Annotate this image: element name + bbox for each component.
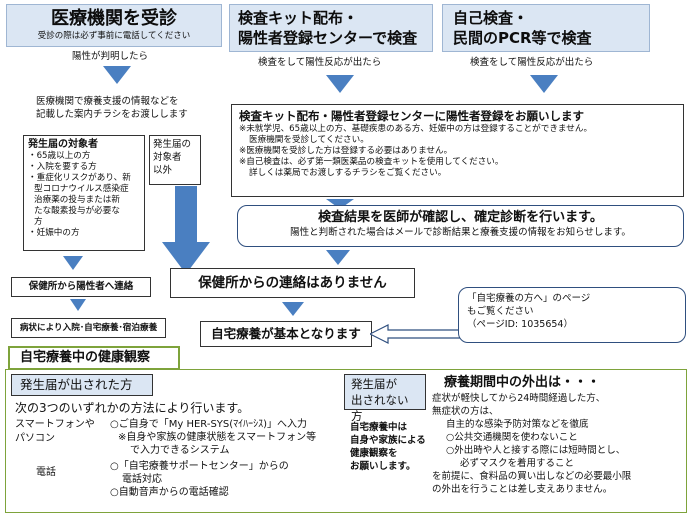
no-contact-box: 保健所からの連絡はありません	[170, 268, 415, 298]
not-reported-title2: 出されない方	[351, 393, 409, 423]
col1-note: 陽性が判明したら	[72, 51, 149, 62]
page-ref-line1: 「自宅療養の方へ」のページ	[467, 293, 591, 304]
not-reported-body3: 健康観察を	[350, 448, 398, 459]
outing-line: 無症状の方は、	[432, 406, 499, 417]
register-line3: ※医療機関を受診した方は登録する必要はありません。	[239, 146, 453, 156]
reported-title-box: 発生届が出された方	[11, 374, 153, 396]
targets-box: 発生届の対象者 ・65歳以上の方 ・入院を要する方 ・重症化リスクがあり、新 型…	[23, 135, 145, 251]
header-self-line1: 自己検査・	[453, 9, 529, 27]
clinic-support-line1: 医療機関で療養支援の情報などを	[36, 96, 179, 107]
not-reported-body4: お願いします。	[350, 461, 416, 472]
header-kit-line2: 陽性者登録センターで検査	[238, 29, 418, 47]
observation-title: 自宅療養中の健康観察	[20, 350, 151, 365]
header-clinic-sub: 受診の際は必ず事前に電話してください	[37, 31, 191, 41]
arrow-down-icon	[70, 299, 86, 311]
arrow-down-icon	[326, 250, 350, 265]
outing-title: 療養期間中の外出は・・・	[444, 375, 601, 390]
not-reported-body1: 自宅療養中は	[350, 422, 408, 433]
register-title: 検査キット配布・陽性者登録センターに陽性者登録をお願いします	[239, 109, 584, 123]
not-reported-title1: 発生届が	[351, 377, 397, 391]
targets-item: ・重症化リスクがあり、新	[28, 173, 131, 183]
reported-phone-methods: ○「自宅療養サポートセンター」からの 電話対応 ○自動音声からの電話確認	[110, 460, 342, 499]
reported-line1: ○ご自身で「My HER-SYS(ﾏｲﾊｰｼｽ)」へ入力	[110, 419, 308, 430]
clinic-support-text: 医療機関で療養支援の情報などを 記載した案内チラシをお渡しします	[36, 95, 226, 121]
observation-section	[5, 369, 687, 513]
outing-line: 必ずマスクを着用すること	[460, 458, 575, 469]
header-clinic: 医療機関を受診 受診の際は必ず事前に電話してください	[6, 4, 222, 47]
reported-device: スマートフォンや パソコン	[15, 418, 95, 446]
arrow-down-icon	[63, 256, 83, 270]
confirm-sub: 陽性と判断された場合はメールで診断結果と療養支援の情報をお知らせします。	[290, 227, 631, 238]
targets-item: ・65歳以上の方	[28, 151, 91, 161]
home-recovery-text: 自宅療養が基本となります	[211, 326, 361, 341]
confirm-box: 検査結果を医師が確認し、確定診断を行います。 陽性と判断された場合はメールで診断…	[237, 205, 684, 247]
reported-line4: ○「自宅療養サポートセンター」からの	[110, 461, 289, 472]
register-box: 検査キット配布・陽性者登録センターに陽性者登録をお願いします ※未就学児、65歳…	[231, 104, 684, 197]
targets-item: ・妊娠中の方	[28, 228, 80, 238]
targets-item: たな酸素投与が必要な	[34, 206, 120, 216]
register-line2: 医療機関を受診してください。	[249, 135, 369, 145]
reported-title: 発生届が出された方	[20, 377, 133, 392]
reported-device2: パソコン	[15, 433, 55, 444]
targets-item: ・入院を要する方	[28, 162, 97, 172]
outing-line: 自主的な感染予防対策などを徹底	[446, 419, 589, 430]
reported-line6: ○自動音声からの電話確認	[110, 487, 229, 498]
reported-line2: ※自身や家族の健康状態をスマートフォン等	[118, 432, 317, 443]
not-reported-body: 自宅療養中は 自身や家族による 健康観察を お願いします。	[350, 421, 426, 473]
register-line5: 詳しくは薬局でお渡しするチラシをご覧ください。	[249, 168, 447, 178]
arrow-down-icon	[103, 66, 131, 84]
no-contact-text: 保健所からの連絡はありません	[198, 275, 387, 291]
targets-item: 型コロナウイルス感染症	[34, 184, 129, 194]
reported-device1: スマートフォンや	[15, 419, 95, 430]
reported-line5: 電話対応	[122, 474, 162, 485]
non-targets-line1: 発生届の	[153, 139, 192, 150]
clinic-support-line2: 記載した案内チラシをお渡しします	[36, 109, 188, 120]
confirm-title: 検査結果を医師が確認し、確定診断を行います。	[318, 210, 603, 225]
targets-item: 治療薬の投与または新	[34, 195, 120, 205]
not-reported-body2: 自身や家族による	[350, 435, 426, 446]
outing-section: 療養期間中の外出は・・・ 症状が軽快してから24時間経過した方、 無症状の方は、…	[432, 374, 684, 496]
register-line1: ※未就学児、65歳以上の方、基礎疾患のある方、妊娠中の方は登録することができませ…	[239, 124, 593, 134]
observation-title-box: 自宅療養中の健康観察	[8, 346, 180, 370]
page-ref-arrow-icon	[370, 324, 460, 344]
outing-line: の外出を行うことは差し支えありません。	[432, 484, 613, 495]
targets-item: 方	[34, 217, 43, 227]
header-self-test: 自己検査・ 民間のPCR等で検査	[442, 4, 650, 52]
home-recovery-box: 自宅療養が基本となります	[200, 321, 372, 347]
targets-title: 発生届の対象者	[28, 139, 98, 150]
arrow-down-icon	[530, 75, 558, 93]
header-self-line2: 民間のPCR等で検査	[453, 29, 592, 47]
outing-line: ○公共交通機関を使わないこと	[446, 432, 578, 443]
outing-line: ○外出時や人と接する際には短時間とし、	[446, 445, 626, 456]
page-ref-line2: もご覧ください	[467, 306, 534, 317]
not-reported-title-box: 発生届が 出されない方	[344, 374, 426, 423]
page-ref-box[interactable]: 「自宅療養の方へ」のページ もご覧ください （ページID: 1035654）	[458, 287, 686, 343]
reported-intro: 次の3つのいずれかの方法により行います。	[15, 401, 250, 415]
register-line4: ※自己検査は、必ず第一類医薬品の検査キットを使用してください。	[239, 157, 504, 167]
non-targets-box: 発生届の 対象者 以外	[149, 135, 201, 185]
reported-phone: 電話	[36, 467, 56, 478]
header-kit-line1: 検査キット配布・	[238, 9, 359, 27]
hospitalization-text: 病状により入院･自宅療養･宿泊療養	[19, 323, 158, 333]
arrow-down-icon	[326, 75, 354, 93]
reported-methods: ○ご自身で「My HER-SYS(ﾏｲﾊｰｼｽ)」へ入力 ※自身や家族の健康状態…	[110, 418, 342, 457]
reported-line3: で入力できるシステム	[130, 445, 230, 456]
non-targets-line2: 対象者	[153, 152, 182, 163]
health-center-contact-box: 保健所から陽性者へ連絡	[11, 277, 151, 297]
arrow-down-icon	[326, 199, 354, 209]
non-targets-line3: 以外	[153, 165, 173, 176]
col2-note: 検査をして陽性反応が出たら	[258, 57, 382, 68]
arrow-down-icon	[282, 302, 304, 316]
header-clinic-title: 医療機関を受診	[51, 8, 177, 29]
health-center-contact-text: 保健所から陽性者へ連絡	[28, 281, 134, 292]
outing-line: を前提に、食料品の買い出しなどの必要最小限	[432, 471, 632, 482]
page-ref-line3: （ページID: 1035654）	[467, 319, 573, 330]
col3-note: 検査をして陽性反応が出たら	[470, 57, 594, 68]
hospitalization-box: 病状により入院･自宅療養･宿泊療養	[11, 318, 166, 338]
header-kit-center: 検査キット配布・ 陽性者登録センターで検査	[229, 4, 433, 52]
big-arrow-down-icon	[162, 186, 210, 274]
outing-line: 症状が軽快してから24時間経過した方、	[432, 393, 606, 404]
